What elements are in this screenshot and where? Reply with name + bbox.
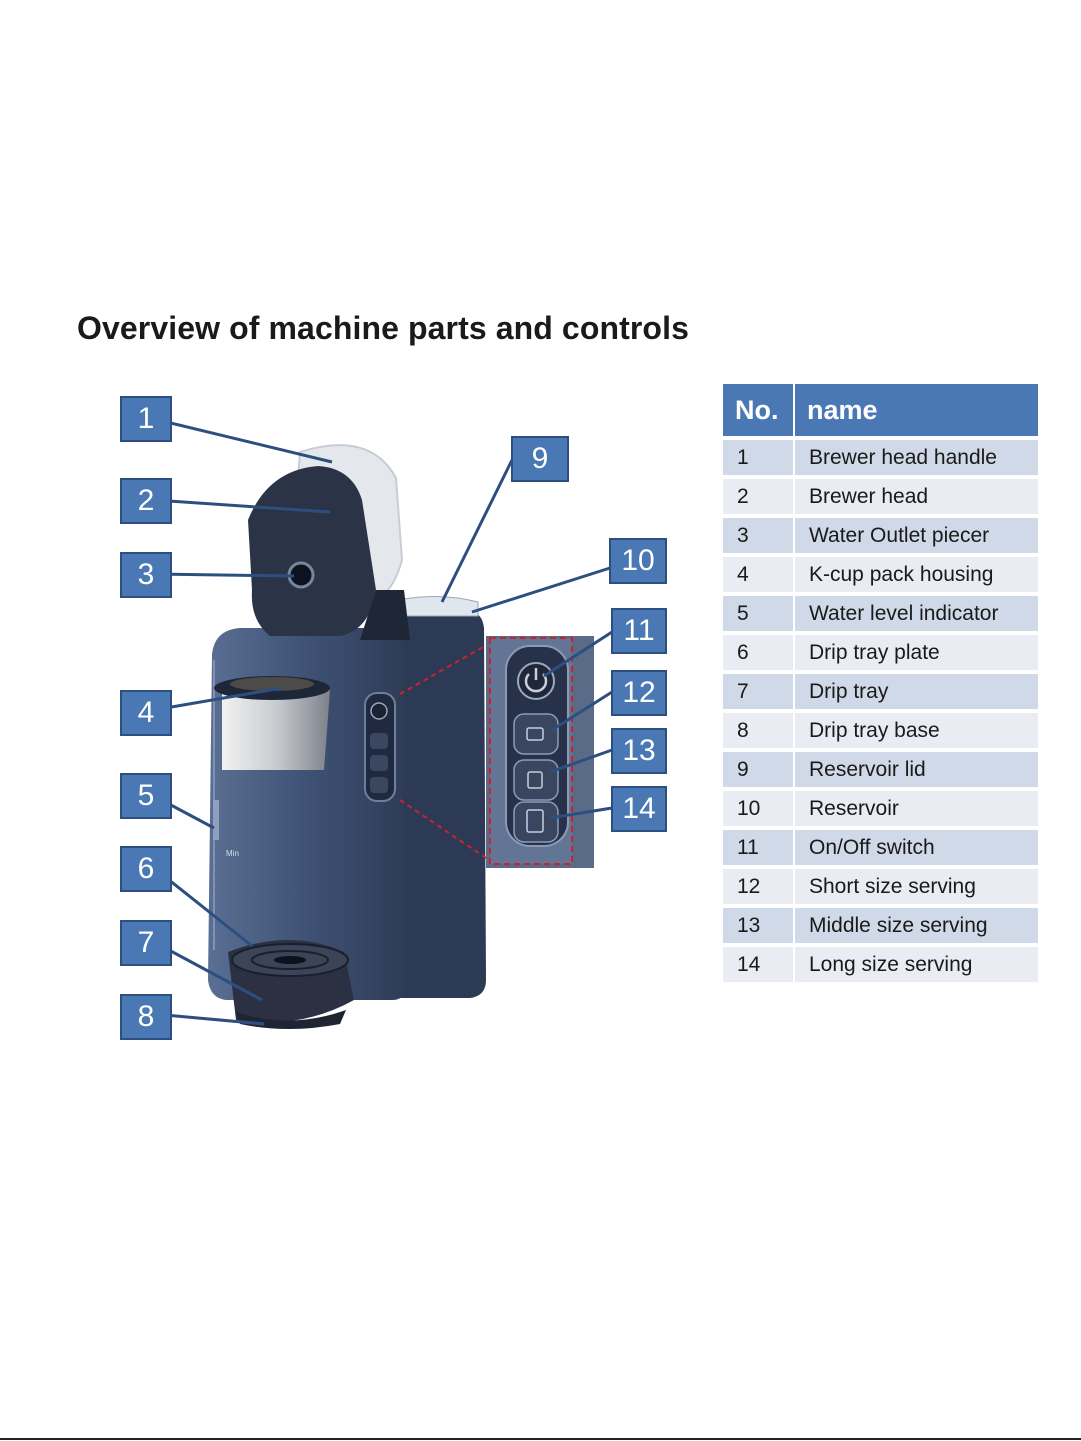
callout-11: 11 bbox=[611, 608, 667, 654]
row-no: 5 bbox=[723, 596, 795, 631]
row-name: Short size serving bbox=[795, 869, 1038, 904]
callout-3: 3 bbox=[120, 552, 172, 598]
row-name: Drip tray base bbox=[795, 713, 1038, 748]
callout-8: 8 bbox=[120, 994, 172, 1040]
row-name: K-cup pack housing bbox=[795, 557, 1038, 592]
zoomed-control-panel bbox=[486, 636, 594, 868]
callout-2: 2 bbox=[120, 478, 172, 524]
row-name: Brewer head bbox=[795, 479, 1038, 514]
row-no: 1 bbox=[723, 440, 795, 475]
row-no: 2 bbox=[723, 479, 795, 514]
row-name: Drip tray bbox=[795, 674, 1038, 709]
page-bottom-rule bbox=[0, 1438, 1081, 1440]
row-name: Drip tray plate bbox=[795, 635, 1038, 670]
row-name: Long size serving bbox=[795, 947, 1038, 982]
row-no: 8 bbox=[723, 713, 795, 748]
drip-tray bbox=[228, 940, 354, 1029]
row-name: On/Off switch bbox=[795, 830, 1038, 865]
callout-6: 6 bbox=[120, 846, 172, 892]
row-no: 11 bbox=[723, 830, 795, 865]
row-name: Reservoir lid bbox=[795, 752, 1038, 787]
callout-9: 9 bbox=[511, 436, 569, 482]
table-header-row: No. name bbox=[723, 384, 1038, 436]
row-no: 12 bbox=[723, 869, 795, 904]
header-no: No. bbox=[723, 384, 795, 436]
row-no: 10 bbox=[723, 791, 795, 826]
callout-5: 5 bbox=[120, 773, 172, 819]
row-name: Water Outlet piecer bbox=[795, 518, 1038, 553]
control-panel bbox=[365, 693, 395, 801]
row-no: 14 bbox=[723, 947, 795, 982]
row-name: Brewer head handle bbox=[795, 440, 1038, 475]
brewer-head bbox=[248, 445, 410, 640]
row-name: Middle size serving bbox=[795, 908, 1038, 943]
row-name: Water level indicator bbox=[795, 596, 1038, 631]
callout-13: 13 bbox=[611, 728, 667, 774]
callout-7: 7 bbox=[120, 920, 172, 966]
callout-10: 10 bbox=[609, 538, 667, 584]
row-no: 13 bbox=[723, 908, 795, 943]
row-no: 6 bbox=[723, 635, 795, 670]
callout-4: 4 bbox=[120, 690, 172, 736]
row-no: 7 bbox=[723, 674, 795, 709]
callout-1: 1 bbox=[120, 396, 172, 442]
reservoir-shape bbox=[398, 596, 486, 998]
min-mark: Min bbox=[226, 849, 239, 858]
row-no: 9 bbox=[723, 752, 795, 787]
header-name: name bbox=[795, 384, 1038, 436]
callout-12: 12 bbox=[611, 670, 667, 716]
callout-14: 14 bbox=[611, 786, 667, 832]
row-name: Reservoir bbox=[795, 791, 1038, 826]
row-no: 4 bbox=[723, 557, 795, 592]
row-no: 3 bbox=[723, 518, 795, 553]
